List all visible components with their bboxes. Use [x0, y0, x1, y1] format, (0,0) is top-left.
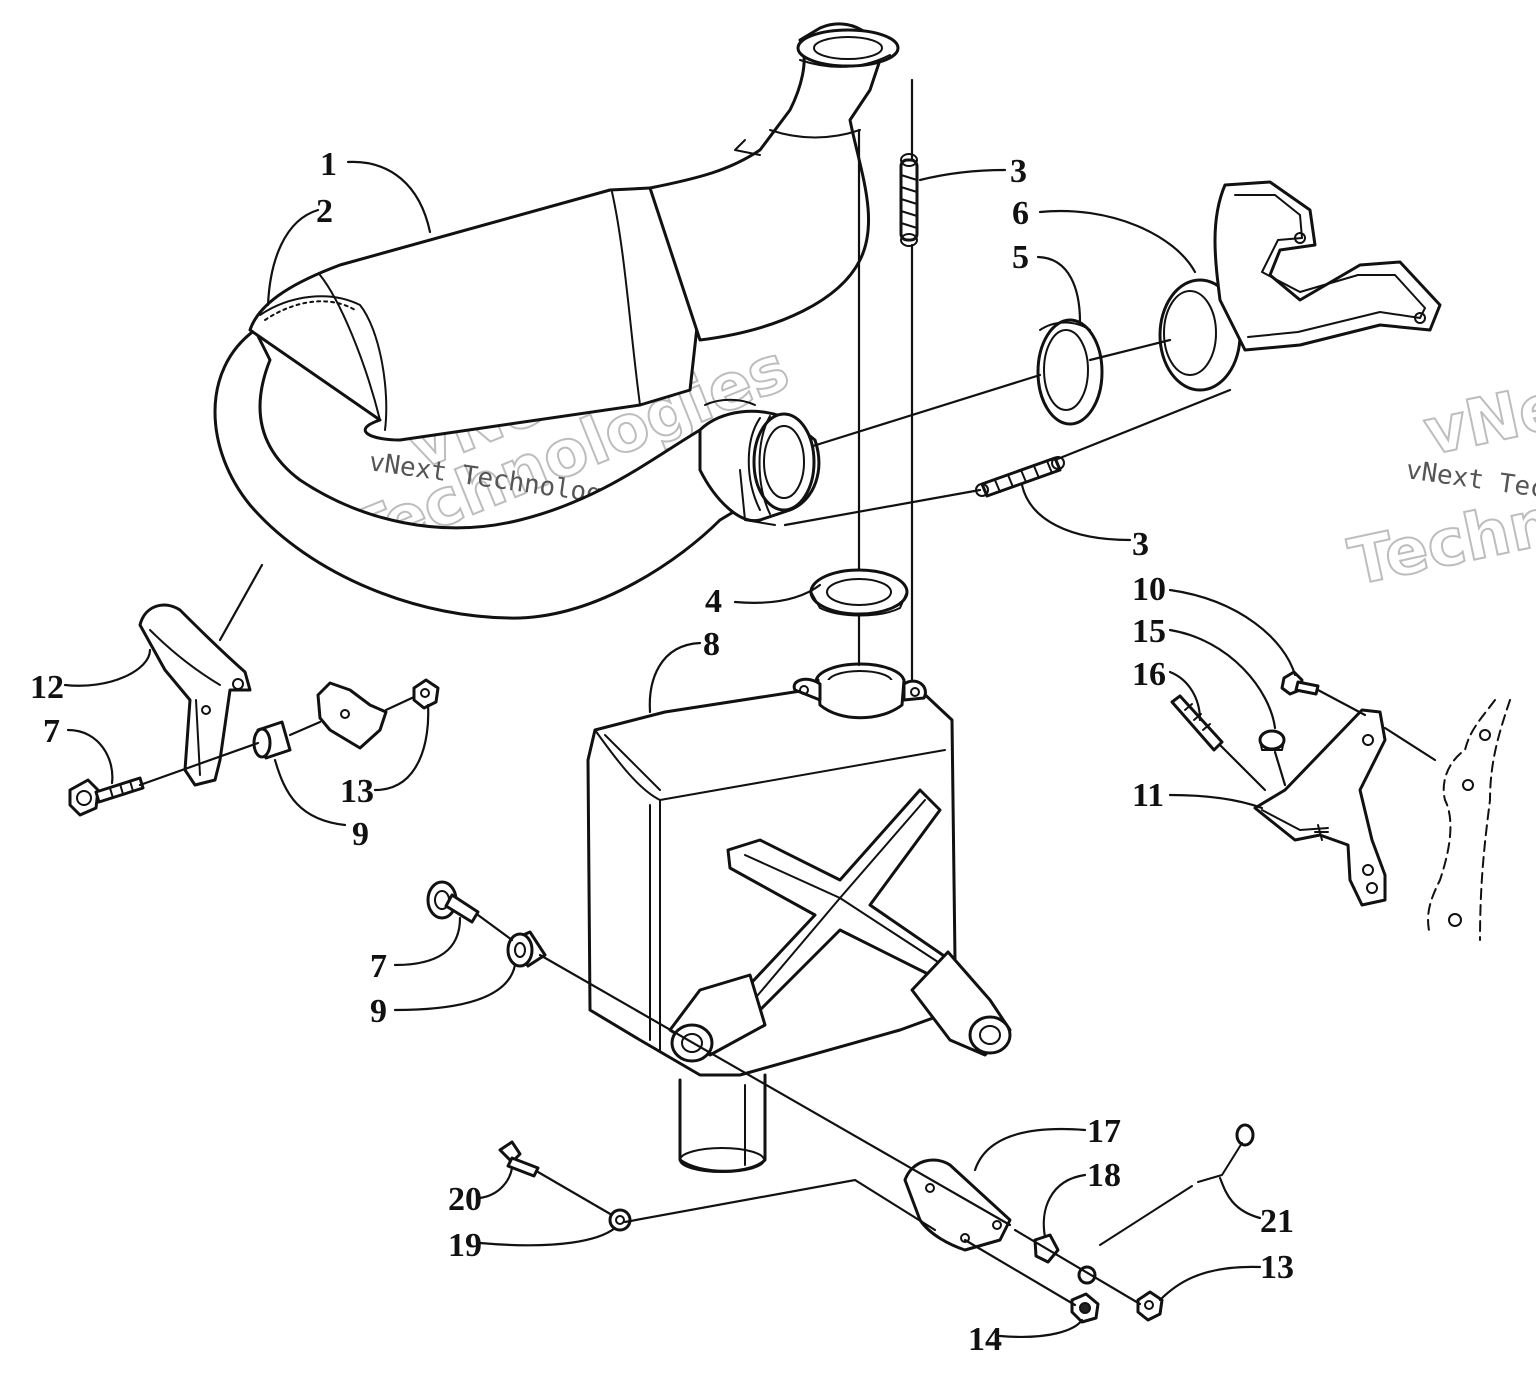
part-21-cable: [1077, 1123, 1255, 1285]
callout-16: 16: [1132, 656, 1166, 693]
part-9-spacer-left: [252, 720, 292, 760]
callout-11: 11: [1132, 777, 1164, 814]
engine-frame-outline: [1427, 699, 1511, 941]
part-6-exhaust-manifold: [1158, 180, 1442, 392]
callout-3-upper: 3: [1010, 153, 1027, 190]
callout-2: 2: [316, 193, 333, 230]
part-15-cap: [1258, 729, 1286, 751]
part-5-seal-ring: [1036, 318, 1104, 426]
part-13-plate-left: [316, 681, 388, 750]
part-7-bolt-lower: [426, 880, 480, 924]
callout-7-left: 7: [43, 713, 60, 750]
part-11-bracket-right: [1253, 708, 1387, 907]
callout-13-lower: 13: [1260, 1249, 1294, 1286]
callout-10: 10: [1132, 571, 1166, 608]
callout-14: 14: [968, 1321, 1002, 1358]
part-9-spacer-lower: [506, 930, 547, 968]
part-13-nut-left: [412, 678, 440, 710]
callout-17: 17: [1087, 1113, 1121, 1150]
part-3-spring-lower: [975, 456, 1065, 498]
callout-1: 1: [320, 146, 337, 183]
part-16-stud: [1170, 694, 1224, 752]
part-13-nut-lower: [1136, 1290, 1164, 1322]
part-14-nut: [1070, 1292, 1100, 1324]
watermark-big-vnext-right: vNext: [1418, 354, 1536, 470]
part-19-washer: [608, 1208, 632, 1232]
callout-12: 12: [30, 669, 64, 706]
callout-leaders: [63, 160, 1297, 1338]
callout-7-lower: 7: [370, 948, 387, 985]
callout-3-lower: 3: [1132, 526, 1149, 563]
part-20-bolt: [498, 1140, 540, 1178]
callout-6: 6: [1012, 195, 1029, 232]
part-12-bracket-left: [138, 603, 252, 787]
callout-9-lower: 9: [370, 993, 387, 1030]
callout-9-left: 9: [352, 816, 369, 853]
part-10-bolt-right: [1280, 670, 1320, 696]
part-3-spring-upper: [899, 153, 919, 247]
part-1-expansion-chamber: [213, 22, 900, 620]
callout-4: 4: [705, 583, 722, 620]
callout-20: 20: [448, 1181, 482, 1218]
callout-13-left: 13: [340, 773, 374, 810]
part-8-muffler: [586, 662, 1012, 1173]
callout-21: 21: [1260, 1203, 1294, 1240]
callout-labels: 1 2 3 6 5 3 4 8 12 7 13 9 7 9 10 15 16 1…: [30, 146, 1294, 1358]
callout-19: 19: [448, 1227, 482, 1264]
part-7-bolt-left: [68, 776, 145, 817]
part-4-gasket: [809, 568, 909, 617]
assembly-lines: [138, 78, 1437, 1307]
callout-8: 8: [703, 626, 720, 663]
callout-5: 5: [1012, 239, 1029, 276]
callout-15: 15: [1132, 613, 1166, 650]
watermark-right: vNext Technologies Technologies vNext: [1342, 353, 1536, 601]
callout-18: 18: [1087, 1157, 1121, 1194]
